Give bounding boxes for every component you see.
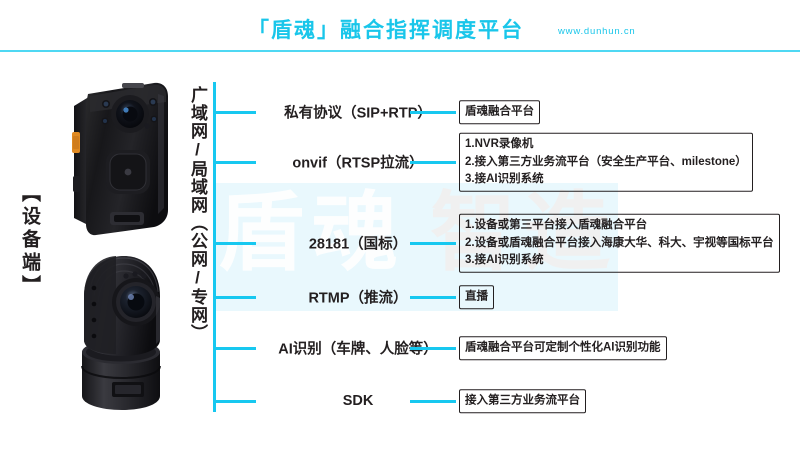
- connector-right: [410, 296, 456, 299]
- protocol-label: onvif（RTSP拉流）: [292, 155, 424, 172]
- target-box: 直播: [459, 285, 494, 309]
- target-line: 2.接入第三方业务流平台（安全生产平台、milestone）: [465, 155, 747, 168]
- body-worn-camera-image: [58, 72, 180, 248]
- background-tint-band: [214, 183, 618, 311]
- header-divider: [0, 50, 800, 52]
- connector-right: [410, 400, 456, 403]
- target-line: 2.设备或盾魂融合平台接入海康大华、科大、宇视等国标平台: [465, 236, 774, 249]
- target-line: 直播: [465, 290, 488, 303]
- target-line: 3.接AI识别系统: [465, 253, 544, 266]
- connector-left: [214, 161, 256, 164]
- network-bus-line: [213, 82, 216, 412]
- target-line: 盾魂融合平台: [465, 105, 534, 118]
- protocol-label: RTMP（推流）: [308, 290, 408, 307]
- target-line: 1.设备或第三平台接入盾魂融合平台: [465, 218, 648, 231]
- connector-right: [410, 242, 456, 245]
- page-title: 「盾魂」融合指挥调度平台: [248, 19, 524, 42]
- target-line: 1.NVR录像机: [465, 137, 534, 150]
- protocol-label: 私有协议（SIP+RTP）: [284, 105, 432, 122]
- connector-left: [214, 347, 256, 350]
- protocol-label: SDK: [342, 393, 374, 409]
- ptz-dome-camera-image: [60, 244, 180, 416]
- device-side-vertical-label: 【设备端】: [19, 183, 40, 298]
- connector-right: [410, 161, 456, 164]
- connector-left: [214, 296, 256, 299]
- connector-left: [214, 111, 256, 114]
- website-url: www.dunhun.cn: [558, 26, 636, 37]
- page-header: 「盾魂」融合指挥调度平台 www.dunhun.cn: [0, 0, 800, 52]
- target-box: 1.设备或第三平台接入盾魂融合平台 2.设备或盾魂融合平台接入海康大华、科大、宇…: [459, 213, 780, 273]
- watermark-blue-text: 盾魂: [218, 185, 406, 281]
- connector-left: [214, 242, 256, 245]
- target-box: 1.NVR录像机 2.接入第三方业务流平台（安全生产平台、milestone） …: [459, 132, 753, 192]
- connector-left: [214, 400, 256, 403]
- network-column-label: 广域网/局域网（公网/专网）: [188, 86, 207, 342]
- target-box: 接入第三方业务流平台: [459, 389, 586, 413]
- target-box: 盾魂融合平台: [459, 100, 540, 124]
- connector-right: [410, 347, 456, 350]
- watermark-gray-text: 智造: [430, 185, 618, 281]
- target-line: 盾魂融合平台可定制个性化AI识别功能: [465, 341, 661, 354]
- protocol-label: AI识别（车牌、人脸等）: [278, 341, 438, 358]
- connector-right: [410, 111, 456, 114]
- target-line: 接入第三方业务流平台: [465, 394, 580, 407]
- target-line: 3.接AI识别系统: [465, 172, 544, 185]
- target-box: 盾魂融合平台可定制个性化AI识别功能: [459, 336, 667, 360]
- protocol-label: 28181（国标）: [308, 236, 408, 253]
